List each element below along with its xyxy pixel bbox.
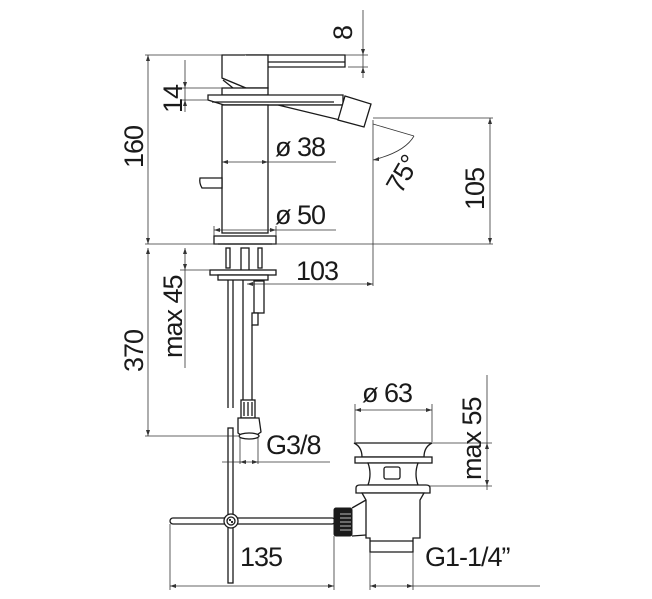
dim-hose-length: 370	[119, 330, 149, 372]
base-flange	[213, 235, 277, 245]
popup-linkage	[169, 507, 353, 537]
dim-base-diameter: ø 50	[275, 200, 325, 230]
spout-nozzle	[337, 95, 372, 128]
popup-knob	[199, 177, 223, 189]
waste-body	[360, 492, 426, 553]
dim-lever-offset: 8	[328, 26, 358, 40]
dim-waste-plug-diameter: ø 63	[362, 378, 412, 408]
popup-rod-horizontal	[169, 517, 336, 525]
popup-rod-vertical	[227, 427, 234, 584]
dim-max-deck-thickness: max 45	[158, 275, 188, 358]
dim-body-diameter: ø 38	[275, 132, 325, 162]
dim-popup-rod-length: 135	[240, 542, 282, 572]
waste-plug	[353, 442, 433, 458]
underdeck-fixings	[209, 247, 277, 584]
arrowheads	[146, 49, 492, 588]
fixing-plate	[209, 269, 277, 276]
spout-plate	[207, 94, 344, 106]
popup-waste	[351, 442, 433, 553]
mixer-body	[199, 54, 372, 245]
dim-total-height: 160	[119, 126, 149, 168]
dim-hose-connection: G3/8	[266, 430, 321, 460]
dim-waste-max-thickness: max 55	[457, 397, 487, 480]
dim-spout-outlet-height: 105	[460, 168, 490, 210]
dim-waste-thread: G1-1/4”	[425, 542, 510, 572]
popup-guide	[253, 280, 265, 314]
dim-spout-reach: 103	[296, 256, 338, 286]
dim-spout-height-offset: 14	[158, 84, 188, 113]
body-cylinder	[221, 104, 269, 234]
dim-spout-angle: 75°	[380, 150, 425, 198]
waste-plug-disc	[354, 456, 433, 464]
waste-flange	[355, 484, 431, 494]
